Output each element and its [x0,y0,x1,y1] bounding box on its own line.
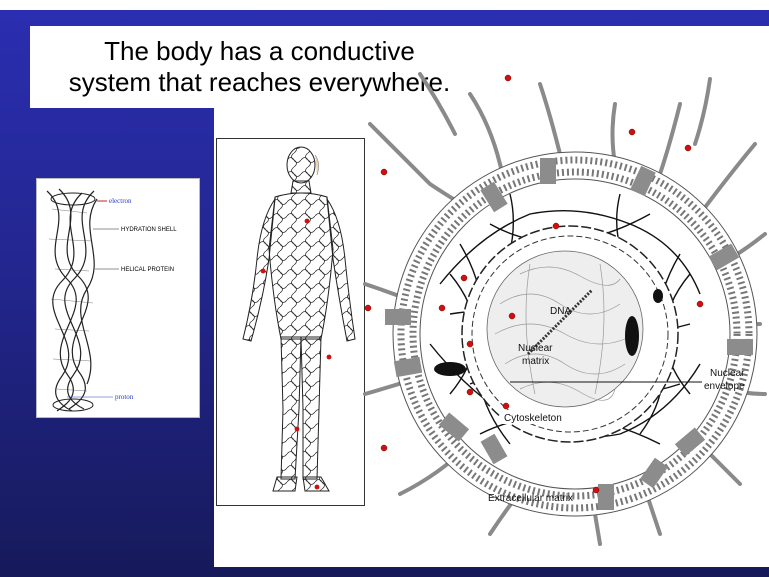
nuclear-envelope-label-line-2: envelope [704,381,745,392]
cell-matrix-diagram: DNA Nuclear matrix Nuclear envelope Cyto… [360,64,769,567]
dna-label: DNA [550,306,571,317]
electron-label: electron [109,197,132,205]
human-body-network-illustration [217,139,364,505]
hydration-shell-label: HYDRATION SHELL [121,227,177,233]
nuclear-matrix-label-line-2: matrix [522,356,549,367]
diagram-white-strip [489,26,769,66]
extracellular-matrix-label: Extracellular matrix [488,493,573,504]
helical-protein-illustration: electron HYDRATION SHELL HELICAL PROTEIN… [37,179,199,417]
nuclear-envelope-label-line-1: Nuclear [710,368,745,379]
nucleus: DNA Nuclear matrix [462,226,678,442]
slide-title-line-1: The body has a conductive [30,36,489,67]
proton-label: proton [115,393,134,401]
slide-background: The body has a conductive system that re… [0,10,769,577]
helical-protein-label: HELICAL PROTEIN [121,267,174,273]
human-body-figure [216,138,365,506]
helical-protein-figure: electron HYDRATION SHELL HELICAL PROTEIN… [36,178,200,418]
cytoskeleton-label: Cytoskeleton [504,413,562,424]
nuclear-matrix-label-line-1: Nuclear [518,343,553,354]
